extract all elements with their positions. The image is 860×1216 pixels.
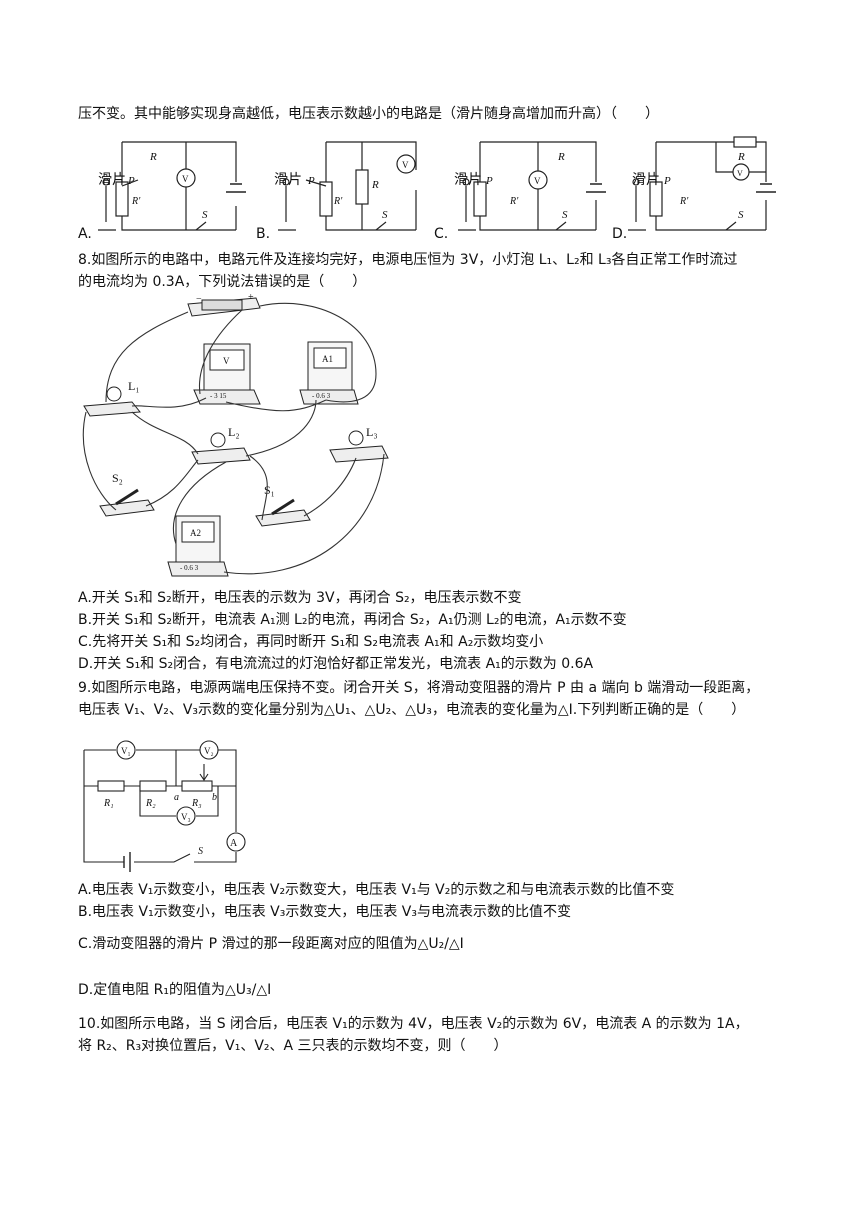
q9-option-b: B.电压表 V₁示数变小，电压表 V₃示数变大，电压表 V₃与电流表示数的比值不…: [78, 904, 571, 920]
svg-text:P: P: [307, 175, 315, 187]
svg-text:S: S: [198, 846, 203, 857]
svg-text:- 0.6 3: - 0.6 3: [180, 564, 199, 572]
q7-circuit-b: [278, 141, 417, 231]
q7-option-d: D.: [612, 226, 628, 242]
svg-text:R: R: [557, 151, 565, 163]
svg-text:- 0.6 3: - 0.6 3: [312, 392, 331, 400]
svg-text:R₁: R₁: [103, 798, 114, 809]
svg-text:L₂: L₂: [228, 425, 240, 439]
q9-circuit-figure: V₁ V₂ V₃ A R₁ R₂ R₃ a b S: [78, 740, 246, 872]
q7-intro: 压不变。其中能够实现身高越低，电压表示数越小的电路是（滑片随身高增加而升高）（ …: [78, 106, 659, 122]
svg-text:V: V: [402, 160, 409, 170]
q7-circuit-a: [98, 141, 246, 231]
svg-text:R': R': [509, 196, 519, 207]
lamp-l2-icon: L₂: [191, 425, 251, 465]
q9-option-d: D.定值电阻 R₁的阻值为△U₃/△I: [78, 982, 272, 998]
svg-text:P: P: [127, 175, 135, 187]
svg-text:P: P: [485, 175, 493, 187]
svg-text:L₁: L₁: [128, 379, 140, 393]
svg-text:A1: A1: [322, 354, 333, 364]
ammeter-a2-icon: A2 - 0.6 3: [167, 515, 229, 577]
q8-option-d: D.开关 S₁和 S₂闭合，有电流流过的灯泡恰好都正常发光，电流表 A₁的示数为…: [78, 656, 594, 672]
svg-text:b: b: [212, 792, 217, 803]
switch-s1-icon: S₁: [255, 483, 311, 527]
q7-circuit-options: 滑片 P R R' V S 滑片 P R' R V S 滑片 P R' R V …: [98, 136, 776, 231]
lamp-l3-icon: L₃: [329, 425, 389, 463]
q8-option-c: C.先将开关 S₁和 S₂均闭合，再同时断开 S₁和 S₂电流表 A₁和 A₂示…: [78, 634, 544, 650]
svg-text:R': R': [679, 196, 689, 207]
q7-option-b: B.: [256, 226, 271, 242]
svg-text:R: R: [371, 179, 379, 191]
q9-option-a: A.电压表 V₁示数变小，电压表 V₂示数变大，电压表 V₁与 V₂的示数之和与…: [78, 882, 675, 898]
svg-text:S: S: [738, 209, 744, 221]
q7-slider-label-b: 滑片: [274, 171, 302, 188]
svg-text:V: V: [534, 176, 541, 186]
q8-circuit-figure: − + V - 3 15 A1 - 0.6 3 A2 - 0.6 3 L₁ L₂: [82, 294, 389, 577]
q10-stem-line1: 10.如图所示电路，当 S 闭合后，电压表 V₁的示数为 4V，电压表 V₂的示…: [78, 1016, 749, 1032]
switch-s2-icon: S₂: [99, 471, 155, 517]
svg-text:R': R': [333, 196, 343, 207]
q8-stem-line2: 的电流均为 0.3A，下列说法错误的是（ ）: [78, 274, 367, 290]
svg-text:R: R: [149, 151, 157, 163]
q7-option-c: C.: [434, 226, 449, 242]
svg-text:A: A: [230, 838, 238, 849]
q9-stem-line2: 电压表 V₁、V₂、V₃示数的变化量分别为△U₁、△U₂、△U₃，电流表的变化量…: [78, 702, 746, 718]
q9-stem-line1: 9.如图所示电路，电源两端电压保持不变。闭合开关 S，将滑动变阻器的滑片 P 由…: [78, 680, 760, 696]
q7-slider-label-d: 滑片: [632, 171, 660, 188]
svg-text:A2: A2: [190, 528, 201, 538]
svg-text:P: P: [663, 175, 671, 187]
q7-circuit-d: [628, 136, 776, 231]
svg-text:R₃: R₃: [191, 798, 202, 809]
q7-slider-label-c: 滑片: [454, 171, 482, 188]
ammeter-a1-icon: A1 - 0.6 3: [299, 341, 359, 405]
svg-text:V₃: V₃: [181, 812, 191, 822]
svg-text:V: V: [223, 356, 230, 366]
svg-text:V: V: [737, 169, 743, 178]
svg-text:- 3 15: - 3 15: [210, 392, 227, 400]
svg-text:R: R: [737, 151, 745, 163]
svg-text:V: V: [182, 174, 189, 184]
q7-circuit-c: [458, 141, 606, 231]
battery-icon: − +: [187, 294, 261, 317]
svg-text:R₂: R₂: [145, 798, 156, 809]
voltmeter-icon: V - 3 15: [193, 343, 261, 405]
svg-text:−: −: [196, 294, 202, 305]
q8-option-b: B.开关 S₁和 S₂断开，电流表 A₁测 L₂的电流，再闭合 S₂，A₁仍测 …: [78, 612, 627, 628]
q8-option-a: A.开关 S₁和 S₂断开，电压表的示数为 3V，再闭合 S₂，电压表示数不变: [78, 590, 522, 606]
svg-text:S: S: [382, 209, 388, 221]
svg-text:S₂: S₂: [112, 471, 123, 485]
svg-text:S₁: S₁: [264, 483, 275, 497]
q7-slider-label-a: 滑片: [98, 171, 126, 188]
svg-text:S: S: [562, 209, 568, 221]
q9-option-c: C.滑动变阻器的滑片 P 滑过的那一段距离对应的阻值为△U₂/△I: [78, 936, 464, 952]
svg-text:S: S: [202, 209, 208, 221]
lamp-l1-icon: L₁: [83, 379, 141, 417]
svg-text:R': R': [131, 196, 141, 207]
svg-text:+: +: [248, 294, 254, 303]
q10-stem-line2: 将 R₂、R₃对换位置后，V₁、V₂、A 三只表的示数均不变，则（ ）: [78, 1038, 508, 1054]
svg-text:a: a: [174, 792, 179, 803]
svg-text:L₃: L₃: [366, 425, 378, 439]
svg-text:V₁: V₁: [121, 746, 131, 756]
svg-text:V₂: V₂: [204, 746, 214, 756]
q8-stem-line1: 8.如图所示的电路中，电路元件及连接均完好，电源电压恒为 3V，小灯泡 L₁、L…: [78, 252, 738, 268]
q7-option-a: A.: [78, 226, 92, 242]
